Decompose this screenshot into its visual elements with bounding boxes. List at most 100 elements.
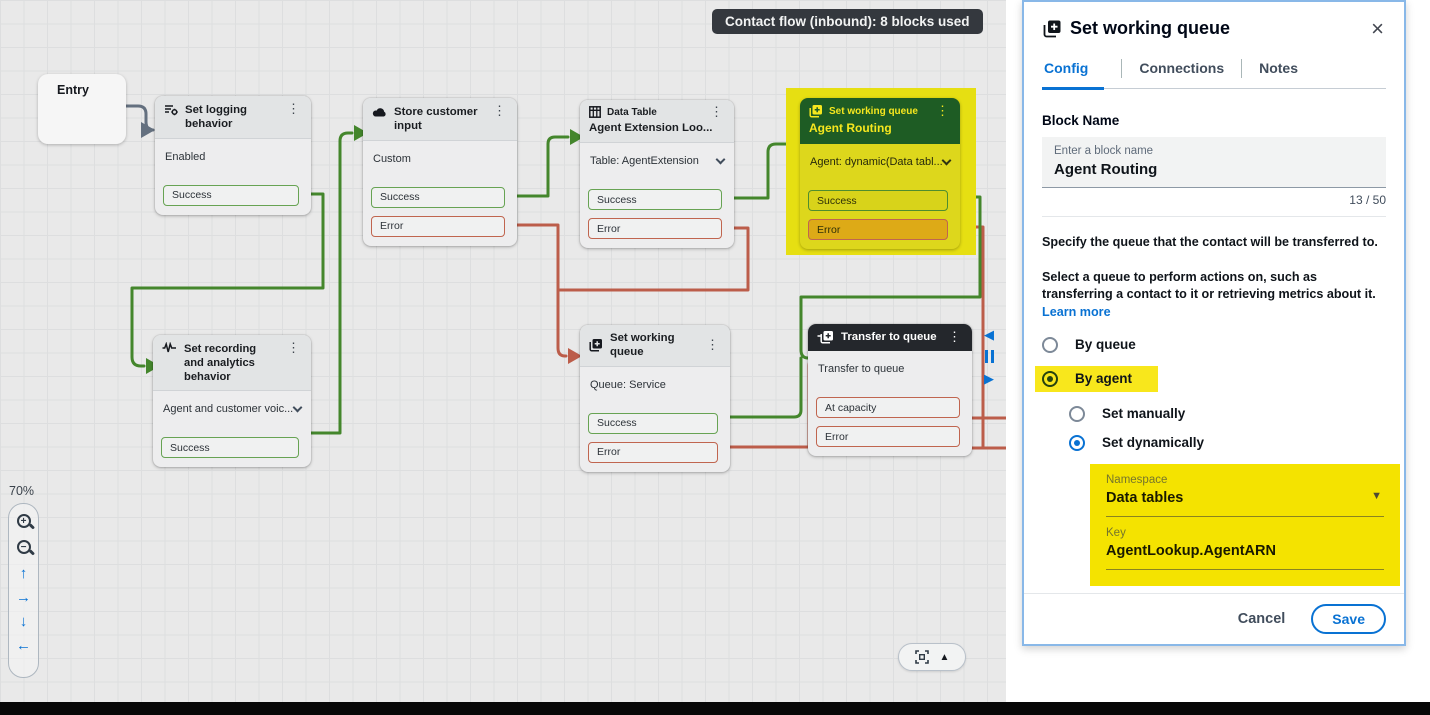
entry-node[interactable]: Entry bbox=[38, 74, 126, 144]
radio-by-queue-label: By queue bbox=[1075, 337, 1136, 352]
kebab-menu-icon[interactable]: ⋮ bbox=[936, 103, 949, 118]
block-summary-dropdown[interactable]: Agent and customer voic... bbox=[153, 391, 311, 426]
tour-controls: ◀ ▶ bbox=[984, 328, 994, 385]
block-agent-routing[interactable]: Set working queue ⋮ Agent Routing Agent:… bbox=[800, 98, 960, 249]
pan-left-button[interactable]: ← bbox=[16, 637, 31, 654]
kebab-menu-icon[interactable]: ⋮ bbox=[287, 101, 300, 116]
tab-connections[interactable]: Connections bbox=[1139, 60, 1225, 76]
zoom-out-button[interactable]: − bbox=[16, 540, 31, 554]
minimap-toggle-button[interactable]: ▲ bbox=[898, 643, 966, 671]
port-success[interactable]: Success bbox=[161, 437, 299, 458]
radio-by-agent[interactable] bbox=[1042, 370, 1058, 387]
block-header: Set working queue ⋮ bbox=[580, 325, 730, 367]
learn-more-link[interactable]: Learn more bbox=[1042, 304, 1111, 319]
tour-previous-button[interactable]: ◀ bbox=[984, 327, 994, 342]
transfer-to-queue-icon bbox=[817, 331, 833, 344]
port-success[interactable]: Success bbox=[808, 190, 948, 211]
port-success[interactable]: Success bbox=[588, 412, 718, 434]
block-summary: Transfer to queue bbox=[818, 363, 905, 376]
block-summary-dropdown[interactable]: Table: AgentExtension bbox=[580, 143, 734, 178]
block-title: Agent Routing bbox=[809, 121, 892, 135]
chevron-down-icon bbox=[715, 154, 726, 165]
block-header: Store customer input ⋮ bbox=[363, 98, 517, 141]
description-secondary: Select a queue to perform actions on, su… bbox=[1042, 269, 1376, 319]
block-set-working-queue[interactable]: Set working queue ⋮ Queue: Service Succe… bbox=[580, 325, 730, 472]
chevron-down-icon bbox=[292, 402, 303, 412]
tutorial-highlight-by-agent: By agent bbox=[1035, 365, 1159, 392]
namespace-select[interactable]: Namespace Data tables ▼ bbox=[1106, 474, 1384, 517]
port-success[interactable]: Success bbox=[163, 184, 299, 206]
namespace-label: Namespace bbox=[1106, 473, 1168, 486]
block-type-label: Set working queue bbox=[829, 105, 918, 117]
key-value: AgentLookup.AgentARN bbox=[1106, 542, 1276, 559]
tab-config[interactable]: Config bbox=[1042, 60, 1105, 90]
port-error[interactable]: Error bbox=[588, 441, 718, 463]
radio-by-queue[interactable] bbox=[1042, 336, 1058, 353]
kebab-menu-icon[interactable]: ⋮ bbox=[948, 329, 961, 345]
block-set-recording-analytics[interactable]: Set recording and analytics behavior ⋮ A… bbox=[153, 335, 311, 467]
block-header: Set working queue ⋮ Agent Routing bbox=[800, 98, 960, 144]
tab-notes[interactable]: Notes bbox=[1259, 60, 1299, 76]
set-working-queue-icon bbox=[809, 105, 822, 118]
block-name-input[interactable]: Enter a block name Agent Routing bbox=[1042, 137, 1386, 188]
set-working-queue-icon bbox=[1043, 20, 1061, 37]
panel-tabs: Config Connections Notes bbox=[1042, 59, 1386, 90]
radio-by-agent-label: By agent bbox=[1075, 371, 1133, 386]
radio-set-manually[interactable] bbox=[1069, 405, 1085, 422]
pan-down-button[interactable]: ↓ bbox=[19, 613, 28, 630]
save-button[interactable]: Save bbox=[1311, 604, 1386, 634]
block-header: Data Table ⋮ Agent Extension Loo... bbox=[580, 100, 734, 144]
set-logging-behavior-icon bbox=[165, 105, 178, 116]
store-customer-input-icon bbox=[372, 108, 386, 117]
key-input[interactable]: Key AgentLookup.AgentARN bbox=[1106, 517, 1384, 570]
tab-divider bbox=[1121, 59, 1123, 78]
canvas-toolbar: + − ↑ → ↓ ← bbox=[8, 503, 39, 678]
pause-icon bbox=[984, 350, 988, 363]
entry-label: Entry bbox=[57, 83, 89, 97]
block-store-customer-input[interactable]: Store customer input ⋮ Custom Success Er… bbox=[363, 98, 517, 246]
zoom-in-button[interactable]: + bbox=[16, 514, 31, 528]
block-summary: Enabled bbox=[165, 150, 206, 163]
kebab-menu-icon[interactable]: ⋮ bbox=[493, 103, 506, 118]
bottom-bar bbox=[0, 702, 1430, 715]
radio-set-dynamically-label: Set dynamically bbox=[1102, 435, 1205, 450]
flow-status-banner: Contact flow (inbound): 8 blocks used bbox=[712, 9, 983, 34]
tour-pause-button[interactable] bbox=[984, 350, 994, 363]
port-error[interactable]: Error bbox=[588, 218, 722, 240]
character-counter: 13 / 50 bbox=[1349, 193, 1386, 207]
kebab-menu-icon[interactable]: ⋮ bbox=[706, 337, 719, 353]
block-title: Set recording and analytics behavior bbox=[184, 343, 257, 383]
flow-canvas[interactable]: Contact flow (inbound): 8 blocks used En… bbox=[0, 0, 1006, 702]
port-success[interactable]: Success bbox=[371, 186, 505, 208]
zoom-out-icon: − bbox=[20, 541, 27, 553]
block-set-logging-behavior[interactable]: Set logging behavior ⋮ Enabled Success bbox=[155, 96, 311, 215]
port-error[interactable]: Error bbox=[371, 215, 505, 237]
block-type-label: Data Table bbox=[607, 106, 657, 118]
block-transfer-to-queue[interactable]: Transfer to queue ⋮ Transfer to queue At… bbox=[808, 324, 972, 457]
port-error[interactable]: Error bbox=[808, 219, 948, 240]
set-working-queue-icon bbox=[589, 339, 602, 352]
port-error[interactable]: Error bbox=[816, 426, 960, 448]
block-header: Transfer to queue ⋮ bbox=[808, 324, 972, 352]
block-title: Transfer to queue bbox=[841, 331, 937, 343]
kebab-menu-icon[interactable]: ⋮ bbox=[710, 104, 723, 119]
pan-up-button[interactable]: ↑ bbox=[19, 565, 28, 582]
block-title: Store customer input bbox=[394, 106, 478, 133]
tour-next-button[interactable]: ▶ bbox=[984, 371, 994, 386]
block-summary-dropdown[interactable]: Agent: dynamic(Data tabl... bbox=[800, 144, 960, 179]
pan-right-button[interactable]: → bbox=[16, 589, 31, 606]
cancel-button[interactable]: Cancel bbox=[1237, 611, 1286, 627]
tab-divider bbox=[1241, 59, 1243, 78]
chevron-down-icon bbox=[941, 155, 952, 165]
kebab-menu-icon[interactable]: ⋮ bbox=[287, 340, 300, 355]
block-title: Set working queue bbox=[610, 332, 675, 359]
block-data-table[interactable]: Data Table ⋮ Agent Extension Loo... Tabl… bbox=[580, 100, 734, 249]
radio-set-dynamically[interactable] bbox=[1069, 434, 1085, 451]
port-success[interactable]: Success bbox=[588, 189, 722, 211]
block-config-panel: Set working queue × Config Connections N… bbox=[1022, 0, 1406, 646]
zoom-level-label: 70% bbox=[9, 484, 35, 498]
block-title: Agent Extension Loo... bbox=[589, 122, 713, 134]
close-icon[interactable]: × bbox=[1371, 15, 1384, 41]
port-at-capacity[interactable]: At capacity bbox=[816, 397, 960, 419]
